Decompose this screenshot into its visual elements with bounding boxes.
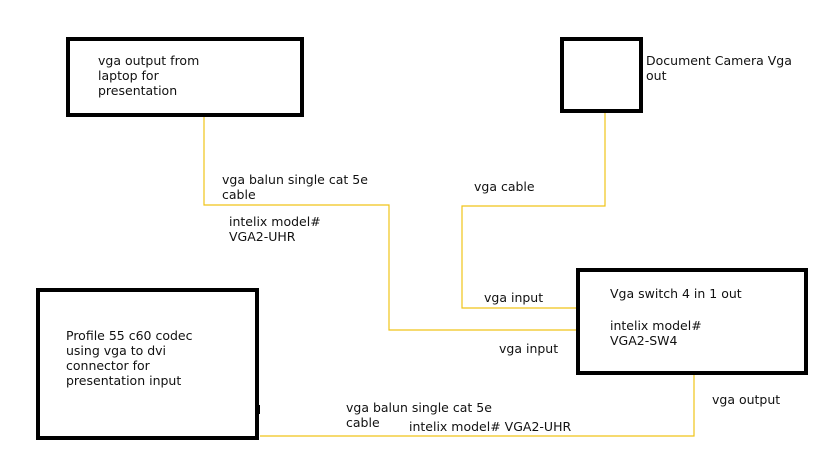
- laptop-box: vga output from laptop for presentation: [66, 37, 304, 117]
- codec-box-line-4: presentation input: [66, 373, 182, 388]
- balun-top-label: vga balun single cat 5e cable: [222, 172, 368, 202]
- model-top-label: intelix model# VGA2-UHR: [229, 214, 321, 244]
- wire-switch-to-codec: [260, 374, 695, 437]
- balun-top-line-2: cable: [222, 187, 256, 202]
- camera-box: [560, 37, 643, 113]
- codec-box-line-1: Profile 55 c60 codec: [66, 328, 193, 343]
- codec-box-text: Profile 55 c60 codec using vga to dvi co…: [66, 328, 193, 388]
- laptop-box-text: vga output from laptop for presentation: [98, 53, 199, 98]
- vga-output-label: vga output: [712, 392, 781, 407]
- model-top-line-1: intelix model#: [229, 214, 321, 229]
- codec-box-line-3: connector for: [66, 358, 150, 373]
- wire-camera-to-switch: [461, 70, 606, 309]
- model-bottom-label: intelix model# VGA2-UHR: [409, 419, 572, 434]
- vga-input-upper-label: vga input: [484, 290, 544, 305]
- balun-bottom-line-1: vga balun single cat 5e: [346, 400, 492, 415]
- wire-laptop-to-switch: [203, 75, 578, 331]
- camera-box-line-2: out: [646, 68, 667, 83]
- balun-bottom-label: vga balun single cat 5e cable: [346, 400, 492, 430]
- laptop-box-line-3: presentation: [98, 83, 178, 98]
- camera-box-line-1: Document Camera Vga: [646, 53, 792, 68]
- vga-input-lower-label: vga input: [499, 341, 559, 356]
- model-top-line-2: VGA2-UHR: [229, 229, 296, 244]
- switch-box-title: Vga switch 4 in 1 out: [610, 286, 742, 301]
- camera-box-text: Document Camera Vga out: [646, 53, 792, 83]
- switch-box-model: intelix model# VGA2-SW4: [610, 318, 702, 348]
- laptop-box-line-1: vga output from: [98, 53, 200, 68]
- vga-cable-label: vga cable: [474, 179, 535, 194]
- switch-box-model-line-2: VGA2-SW4: [610, 333, 678, 348]
- balun-bottom-line-2: cable: [346, 415, 380, 430]
- switch-box-model-line-1: intelix model#: [610, 318, 702, 333]
- codec-box: Profile 55 c60 codec using vga to dvi co…: [36, 288, 259, 440]
- balun-top-line-1: vga balun single cat 5e: [222, 172, 368, 187]
- codec-box-line-2: using vga to dvi: [66, 343, 167, 358]
- laptop-box-line-2: laptop for: [98, 68, 159, 83]
- codec-box-corner-mark: [255, 405, 260, 414]
- switch-box: Vga switch 4 in 1 out intelix model# VGA…: [576, 268, 808, 375]
